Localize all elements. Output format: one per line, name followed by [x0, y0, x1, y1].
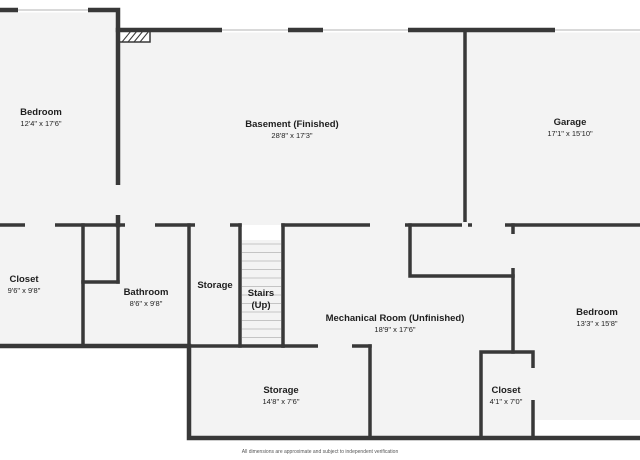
room-stairs: Stairs (Up): [248, 288, 274, 312]
room-dimensions: 17'1" x 15'10": [547, 129, 593, 138]
room-bedroom-right: Bedroom 13'3" x 15'8": [576, 307, 618, 329]
room-name: Storage: [197, 280, 233, 291]
room-name: Bedroom: [576, 307, 618, 318]
room-bedroom-left: Bedroom 12'4" x 17'6": [20, 107, 62, 129]
room-dimensions: 12'4" x 17'6": [20, 119, 62, 128]
room-name: Closet: [9, 274, 39, 285]
door-openings: [25, 185, 536, 400]
disclaimer-text: All dimensions are approximate and subje…: [241, 449, 399, 455]
room-name: Bathroom: [123, 287, 169, 298]
room-dimensions: 13'3" x 15'8": [576, 319, 618, 328]
room-mechanical: Mechanical Room (Unfinished) 18'9" x 17'…: [326, 313, 465, 335]
stairs-direction: (Up): [251, 300, 271, 311]
room-dimensions: 14'8" x 7'6": [262, 397, 300, 406]
room-closet-left: Closet 9'6" x 9'8": [8, 274, 41, 296]
stairs-label: Stairs: [247, 288, 275, 299]
room-name: Storage: [263, 385, 299, 396]
room-dimensions: 8'6" x 9'8": [129, 299, 163, 308]
windows: [18, 7, 640, 33]
room-name: Closet: [491, 385, 521, 396]
room-dimensions: 28'8" x 17'3": [271, 131, 313, 140]
floor-area: [0, 10, 640, 438]
room-garage: Garage 17'1" x 15'10": [547, 117, 592, 139]
room-name: Bedroom: [20, 107, 62, 118]
room-dimensions: 4'1" x 7'0": [489, 397, 523, 406]
room-dimensions: 9'6" x 9'8": [7, 286, 41, 295]
room-storage-large: Storage 14'8" x 7'6": [263, 385, 300, 407]
room-name: Basement (Finished): [245, 119, 339, 130]
room-dimensions: 18'9" x 17'6": [374, 325, 416, 334]
room-bathroom: Bathroom 8'6" x 9'8": [124, 287, 169, 309]
room-name: Mechanical Room (Unfinished): [325, 313, 465, 324]
room-basement: Basement (Finished) 28'8" x 17'3": [245, 119, 338, 141]
room-closet-right: Closet 4'1" x 7'0": [490, 385, 523, 407]
room-storage-small: Storage: [197, 280, 232, 292]
chimney-hatch: [117, 30, 151, 43]
stair-steps: [242, 243, 281, 338]
room-name: Garage: [553, 117, 587, 128]
